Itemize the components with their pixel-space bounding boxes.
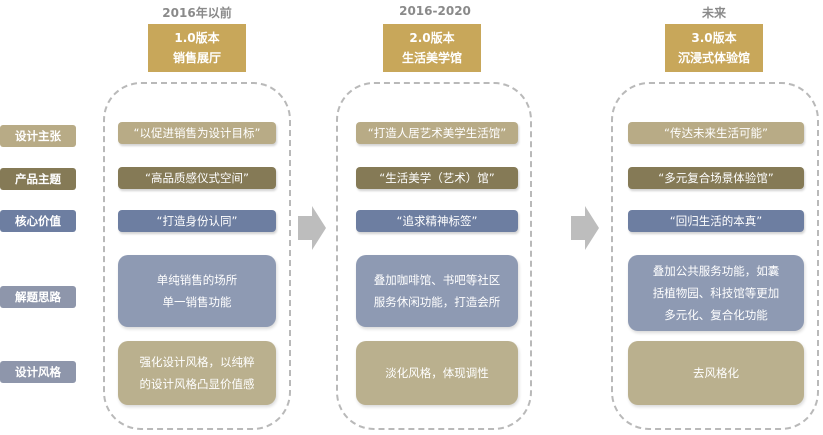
- version-box: 2.0版本 生活美学馆: [383, 24, 481, 72]
- period-label: 2016-2020: [399, 4, 471, 18]
- core-value-pill: “打造身份认同”: [118, 210, 276, 232]
- version-box: 3.0版本 沉浸式体验馆: [665, 24, 763, 72]
- product-theme-pill: “多元复合场景体验馆”: [628, 167, 804, 189]
- design-claim-pill: “传达未来生活可能”: [628, 122, 804, 144]
- row-label-approach: 解题思路: [0, 286, 76, 308]
- row-label-design-claim: 设计主张: [0, 125, 76, 147]
- approach-line: 服务休闲功能，打造会所: [373, 295, 501, 309]
- version-number: 1.0版本: [174, 31, 220, 45]
- version-number: 2.0版本: [409, 31, 455, 45]
- row-label-style: 设计风格: [0, 361, 76, 383]
- product-theme-pill: “高品质感仪式空间”: [118, 167, 276, 189]
- version-name: 生活美学馆: [401, 51, 462, 65]
- style-line: 淡化风格，体现调性: [385, 366, 489, 380]
- approach-line: 括植物园、科技馆等更加: [652, 286, 780, 300]
- style-line: 去风格化: [693, 366, 739, 380]
- approach-line: 单一销售功能: [162, 295, 232, 309]
- style-box: 去风格化: [628, 341, 804, 405]
- approach-box: 叠加公共服务功能，如囊 括植物园、科技馆等更加 多元化、复合化功能: [628, 255, 804, 331]
- style-line: 的设计风格凸显价值感: [139, 377, 255, 391]
- version-number: 3.0版本: [691, 31, 737, 45]
- approach-box: 单纯销售的场所 单一销售功能: [118, 255, 276, 327]
- approach-line: 单纯销售的场所: [156, 273, 238, 287]
- style-line: 强化设计风格，以纯粹: [139, 355, 255, 369]
- row-label-product-theme: 产品主题: [0, 168, 76, 190]
- approach-line: 叠加公共服务功能，如囊: [652, 264, 780, 278]
- arrow-right-icon: [298, 206, 326, 250]
- style-box: 强化设计风格，以纯粹 的设计风格凸显价值感: [118, 341, 276, 405]
- version-name: 销售展厅: [172, 51, 221, 65]
- core-value-pill: “追求精神标签”: [356, 210, 518, 232]
- version-box: 1.0版本 销售展厅: [148, 24, 246, 72]
- period-label: 2016年以前: [162, 6, 232, 20]
- approach-line: 多元化、复合化功能: [664, 308, 768, 322]
- arrow-right-icon: [571, 206, 599, 250]
- core-value-pill: “回归生活的本真”: [628, 210, 804, 232]
- design-claim-pill: “以促进销售为设计目标”: [118, 122, 276, 144]
- period-label: 未来: [701, 6, 726, 20]
- approach-box: 叠加咖啡馆、书吧等社区 服务休闲功能，打造会所: [356, 255, 518, 327]
- design-claim-pill: “打造人居艺术美学生活馆”: [356, 122, 518, 144]
- approach-line: 叠加咖啡馆、书吧等社区: [373, 273, 501, 287]
- row-label-core-value: 核心价值: [0, 210, 76, 232]
- product-theme-pill: “生活美学（艺术）馆”: [356, 167, 518, 189]
- style-box: 淡化风格，体现调性: [356, 341, 518, 405]
- version-name: 沉浸式体验馆: [677, 51, 750, 65]
